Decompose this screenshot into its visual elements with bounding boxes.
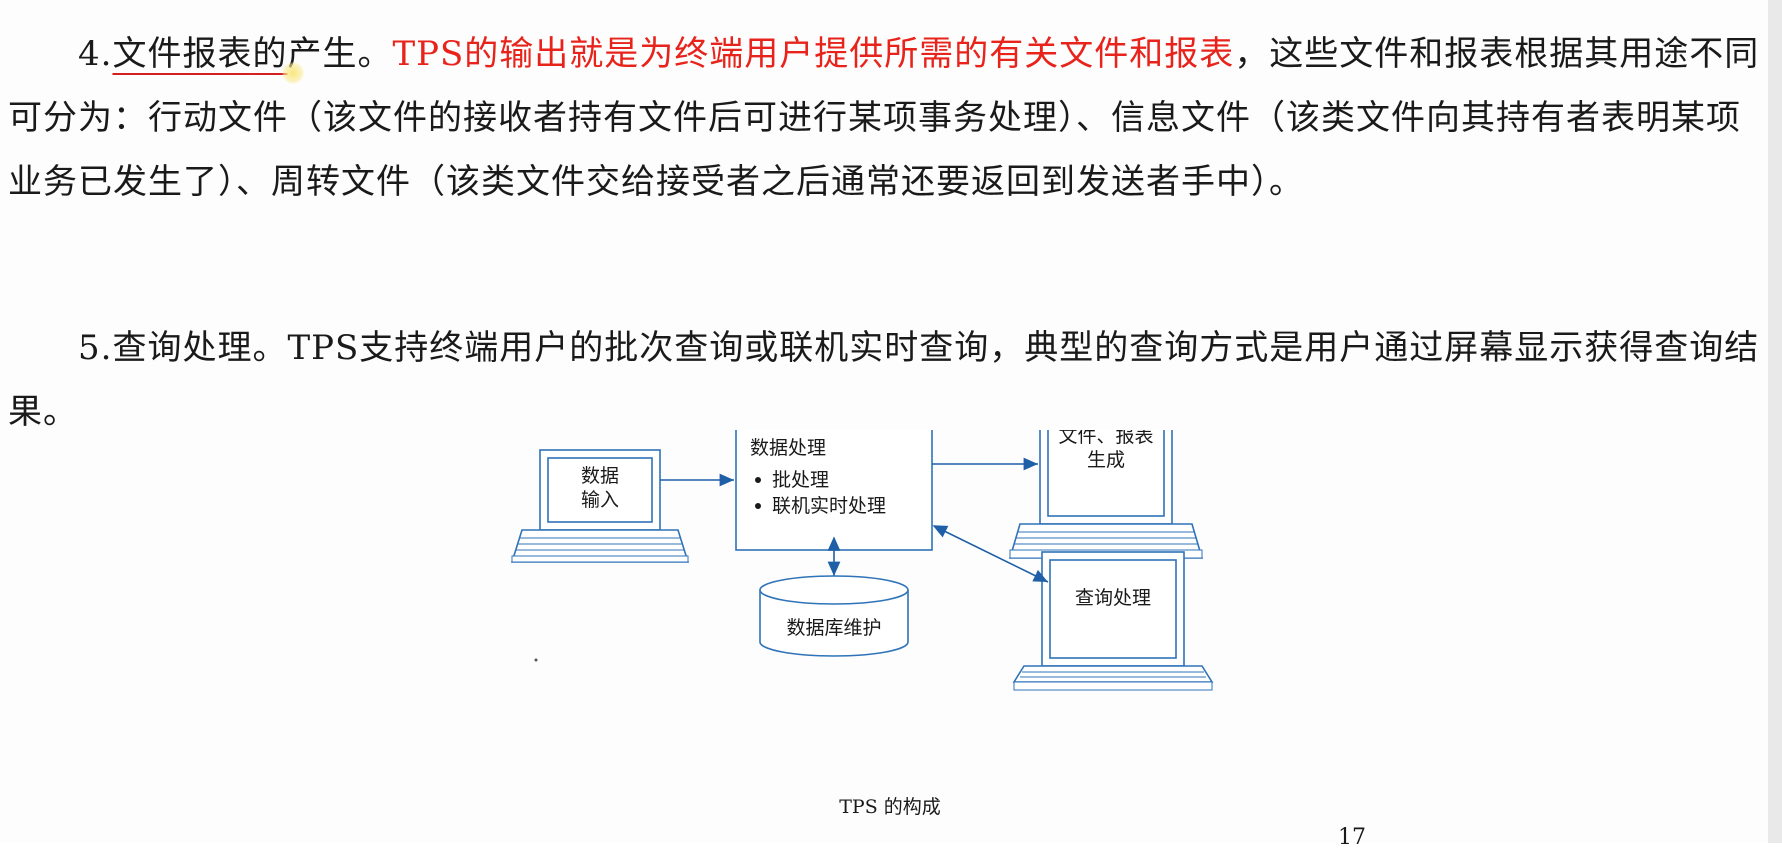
process-item-realtime: 联机实时处理	[772, 495, 886, 517]
bullet-icon	[755, 477, 761, 483]
output-laptop-icon	[1008, 430, 1204, 559]
para5-text: 5.查询处理。TPS支持终端用户的批次查询或联机实时查询，典型的查询方式是用户通…	[8, 328, 1760, 432]
scroll-edge	[1768, 0, 1782, 843]
output-label-line2: 生成	[1087, 449, 1125, 471]
para4-head-rest: 产生。	[287, 34, 393, 74]
page-number: 17	[1338, 825, 1366, 850]
query-label: 查询处理	[1075, 587, 1151, 609]
output-label-line1: 文件、报表	[1058, 430, 1153, 447]
process-box	[735, 430, 933, 551]
pointer-highlight	[282, 62, 304, 84]
tps-diagram: 数据 输入 数据处理 批处理 联机实时处理 文件、报表 生成	[500, 430, 1300, 830]
input-label-line1: 数据	[581, 465, 619, 487]
tps-diagram-svg: 数据 输入 数据处理 批处理 联机实时处理 文件、报表 生成	[510, 430, 1214, 691]
query-laptop-icon	[1012, 551, 1214, 691]
bullet-icon	[755, 503, 761, 509]
para4-number: 4.	[78, 34, 113, 74]
paragraph-query: 5.查询处理。TPS支持终端用户的批次查询或联机实时查询，典型的查询方式是用户通…	[8, 316, 1774, 444]
para4-underlined-tail: 的	[252, 34, 288, 74]
input-laptop-icon	[510, 449, 690, 563]
database-icon	[759, 575, 909, 657]
arrow-process-query	[932, 525, 1049, 583]
process-title: 数据处理	[750, 437, 826, 459]
para4-highlight: TPS的输出就是为终端用户提供所需的有关文件和报表	[392, 34, 1235, 74]
paragraph-file-report: 4.文件报表的产生。TPS的输出就是为终端用户提供所需的有关文件和报表，这些文件…	[8, 22, 1774, 214]
speck	[534, 658, 538, 662]
para4-body: ，这些文件和报表根据其用途不同可分为：行动文件（该文件的接收者持有文件后可进行某…	[8, 34, 1760, 202]
database-label: 数据库维护	[786, 617, 881, 639]
para4-underlined-term: 文件报表	[112, 34, 253, 74]
process-item-batch: 批处理	[772, 469, 829, 491]
input-label-line2: 输入	[581, 489, 619, 511]
figure-caption: TPS 的构成	[839, 796, 941, 818]
